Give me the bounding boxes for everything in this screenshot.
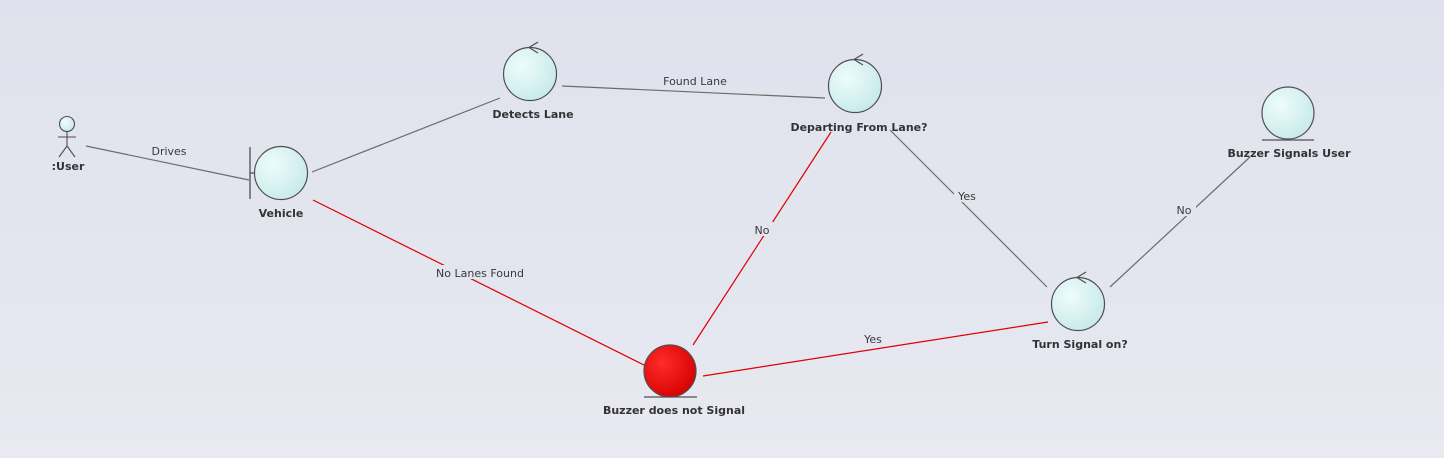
edge-label-departing-yes: Yes bbox=[957, 190, 976, 203]
edge-turn-signal-no[interactable]: No bbox=[1109, 156, 1251, 288]
edge-departing-yes[interactable]: Yes bbox=[889, 129, 1048, 288]
node-label-detects-lane: Detects Lane bbox=[492, 108, 573, 121]
node-label-buzzer-signals-user: Buzzer Signals User bbox=[1227, 147, 1351, 160]
node-buzzer-does-not-signal[interactable]: Buzzer does not Signal bbox=[603, 344, 745, 417]
node-turn-signal-on[interactable]: Turn Signal on? bbox=[1032, 271, 1128, 351]
edge-label-turn-signal-no: No bbox=[1177, 204, 1192, 217]
node-detects-lane[interactable]: Detects Lane bbox=[492, 41, 574, 121]
edge-drives[interactable]: Drives bbox=[85, 145, 250, 181]
edge-found-lane[interactable]: Found Lane bbox=[561, 75, 826, 99]
edge-turn-signal-yes[interactable]: Yes bbox=[702, 321, 1049, 377]
edge-label-turn-signal-yes: Yes bbox=[863, 333, 882, 346]
node-vehicle[interactable]: Vehicle bbox=[249, 145, 309, 221]
edge-label-departing-no: No bbox=[755, 224, 770, 237]
boundary-icon bbox=[249, 145, 309, 201]
node-label-departing-from-lane: Departing From Lane? bbox=[790, 121, 927, 134]
node-buzzer-signals-user[interactable]: Buzzer Signals User bbox=[1227, 86, 1351, 160]
node-label-turn-signal-on: Turn Signal on? bbox=[1032, 338, 1127, 351]
node-departing-from-lane[interactable]: Departing From Lane? bbox=[790, 53, 928, 134]
edge-vehicle-detects-lane[interactable] bbox=[311, 97, 501, 173]
control-icon bbox=[1050, 271, 1106, 332]
control-icon bbox=[502, 41, 558, 102]
edge-label-drives: Drives bbox=[151, 145, 186, 158]
edge-label-no-lanes-found: No Lanes Found bbox=[436, 267, 524, 280]
edge-no-lanes-found[interactable]: No Lanes Found bbox=[312, 199, 651, 369]
edge-departing-no[interactable]: No bbox=[692, 131, 832, 346]
node-label-user: :User bbox=[52, 160, 85, 173]
actor-icon bbox=[58, 115, 76, 158]
control-icon bbox=[827, 53, 883, 114]
edge-label-found-lane: Found Lane bbox=[663, 75, 727, 88]
entity-icon bbox=[1261, 86, 1315, 141]
node-label-buzzer-does-not-signal: Buzzer does not Signal bbox=[603, 404, 745, 417]
entity-icon bbox=[643, 344, 697, 398]
node-label-vehicle: Vehicle bbox=[259, 207, 304, 220]
node-user[interactable]: :User bbox=[52, 115, 85, 174]
